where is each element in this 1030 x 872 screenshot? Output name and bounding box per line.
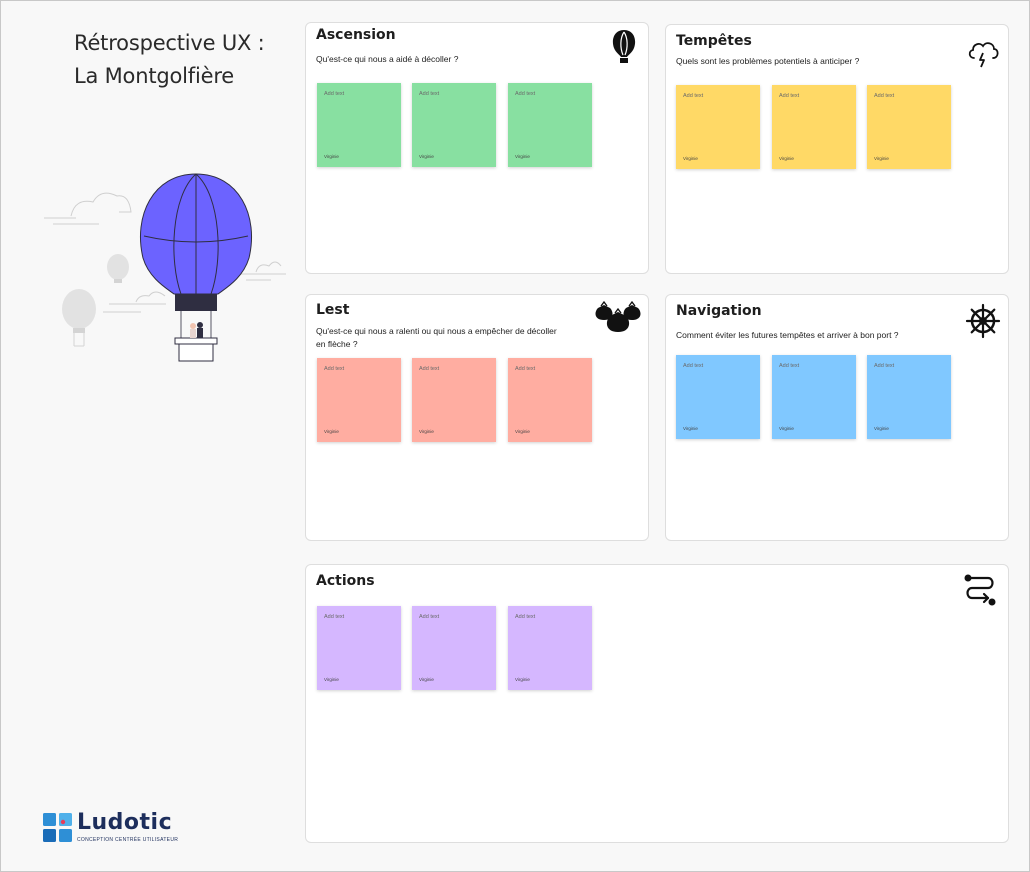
sticky-note[interactable]: Add text Virginie (412, 358, 496, 442)
sticky-note[interactable]: Add text Virginie (676, 355, 760, 439)
sticky-placeholder[interactable]: Add text (515, 91, 536, 97)
sticky-author: Virginie (419, 677, 434, 682)
frame-navigation-title: Navigation (676, 303, 762, 319)
sticky-placeholder[interactable]: Add text (515, 366, 536, 372)
frame-lest: Lest Qu'est-ce qui nous a ralenti ou qui… (305, 294, 649, 541)
sticky-author: Virginie (515, 154, 530, 159)
sticky-note[interactable]: Add text Virginie (317, 83, 401, 167)
frame-ascension: Ascension Qu'est-ce qui nous a aidé à dé… (305, 22, 649, 274)
frame-lest-title: Lest (316, 302, 350, 318)
sticky-author: Virginie (515, 429, 530, 434)
sticky-placeholder[interactable]: Add text (779, 93, 800, 99)
board-title-line2: La Montgolfière (74, 64, 235, 88)
frame-navigation: Navigation Comment éviter les futures te… (665, 294, 1009, 541)
sticky-placeholder[interactable]: Add text (419, 366, 440, 372)
sticky-note[interactable]: Add text Virginie (508, 83, 592, 167)
sticky-placeholder[interactable]: Add text (515, 614, 536, 620)
frame-tempetes-question: Quels sont les problèmes potentiels à an… (676, 56, 860, 66)
ludotic-logo-icon (43, 813, 72, 842)
sticky-placeholder[interactable]: Add text (324, 366, 345, 372)
sticky-author: Virginie (324, 677, 339, 682)
frame-tempetes: Tempêtes Quels sont les problèmes potent… (665, 24, 1009, 274)
frame-actions-title: Actions (316, 573, 375, 589)
sticky-note[interactable]: Add text Virginie (772, 85, 856, 169)
sticky-placeholder[interactable]: Add text (874, 93, 895, 99)
sticky-author: Virginie (683, 156, 698, 161)
frame-ascension-title: Ascension (316, 27, 396, 43)
sticky-author: Virginie (874, 426, 889, 431)
sticky-placeholder[interactable]: Add text (324, 91, 345, 97)
sticky-placeholder[interactable]: Add text (419, 91, 440, 97)
sticky-note[interactable]: Add text Virginie (867, 85, 951, 169)
route-icon (964, 574, 996, 606)
sticky-placeholder[interactable]: Add text (683, 93, 704, 99)
sticky-author: Virginie (324, 429, 339, 434)
sticky-note[interactable]: Add text Virginie (676, 85, 760, 169)
sticky-note[interactable]: Add text Virginie (412, 83, 496, 167)
storm-cloud-icon (968, 42, 999, 68)
sticky-author: Virginie (515, 677, 530, 682)
logo-wordmark: Ludotic (77, 810, 173, 835)
sticky-note[interactable]: Add text Virginie (317, 358, 401, 442)
frame-actions: Actions Add text Virginie Add text Virgi… (305, 564, 1009, 843)
sticky-placeholder[interactable]: Add text (779, 363, 800, 369)
logo-tagline: CONCEPTION CENTRÉE UTILISATEUR (77, 837, 179, 843)
sticky-placeholder[interactable]: Add text (683, 363, 704, 369)
sticky-note[interactable]: Add text Virginie (867, 355, 951, 439)
sticky-author: Virginie (779, 156, 794, 161)
frame-navigation-question: Comment éviter les futures tempêtes et a… (676, 330, 899, 340)
sticky-note[interactable]: Add text Virginie (508, 358, 592, 442)
sticky-author: Virginie (779, 426, 794, 431)
sticky-author: Virginie (874, 156, 889, 161)
sticky-note[interactable]: Add text Virginie (412, 606, 496, 690)
frame-tempetes-title: Tempêtes (676, 33, 752, 49)
frame-lest-question: Qu'est-ce qui nous a ralenti ou qui nous… (316, 326, 557, 349)
sticky-author: Virginie (419, 429, 434, 434)
sticky-placeholder[interactable]: Add text (874, 363, 895, 369)
sticky-note[interactable]: Add text Virginie (508, 606, 592, 690)
board-title-line1: Rétrospective UX : (74, 31, 265, 55)
sticky-author: Virginie (419, 154, 434, 159)
sticky-author: Virginie (683, 426, 698, 431)
sandbags-icon (595, 300, 641, 332)
sticky-placeholder[interactable]: Add text (419, 614, 440, 620)
hot-air-balloon-illustration (44, 173, 286, 362)
hot-air-balloon-icon (612, 30, 636, 63)
sticky-placeholder[interactable]: Add text (324, 614, 345, 620)
frame-ascension-question: Qu'est-ce qui nous a aidé à décoller ? (316, 54, 459, 64)
board-title: Rétrospective UX : La Montgolfière (74, 27, 265, 93)
sticky-author: Virginie (324, 154, 339, 159)
sticky-note[interactable]: Add text Virginie (772, 355, 856, 439)
ship-wheel-icon (965, 303, 1001, 339)
ludotic-logo: Ludotic CONCEPTION CENTRÉE UTILISATEUR (43, 810, 193, 847)
sticky-note[interactable]: Add text Virginie (317, 606, 401, 690)
